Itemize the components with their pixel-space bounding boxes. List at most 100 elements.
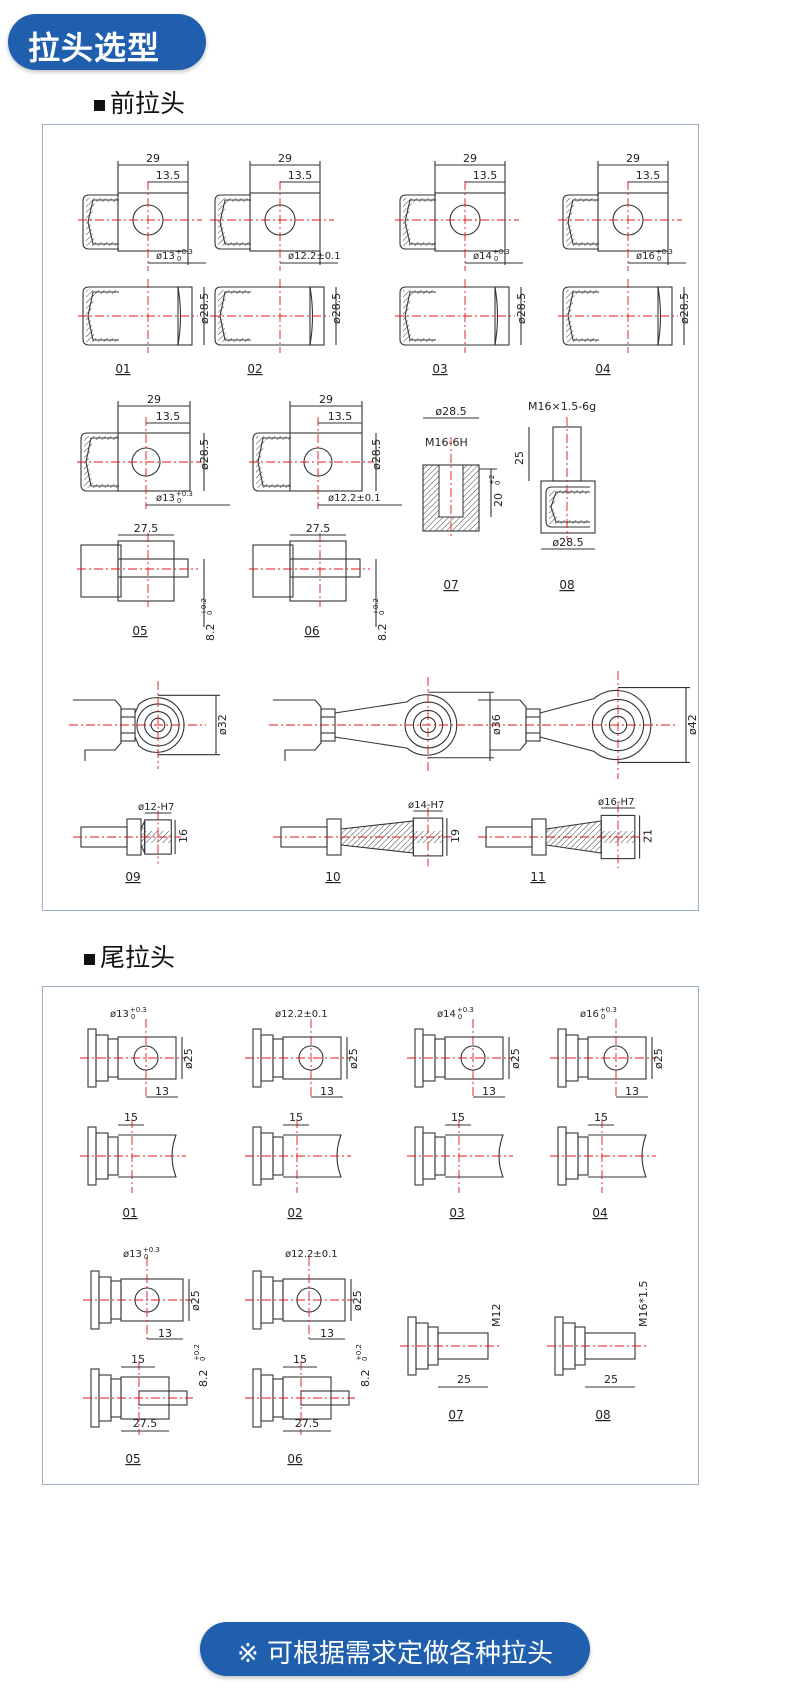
square-bullet-icon bbox=[84, 953, 95, 965]
head-body bbox=[249, 192, 321, 252]
socket-hatch bbox=[566, 290, 597, 342]
hole-dimension-label: ø12.2±0.1 bbox=[275, 1009, 328, 1020]
offset-dimension-label: 13 bbox=[158, 1327, 172, 1340]
socket-outline bbox=[214, 194, 251, 250]
part-number-label: 03 bbox=[432, 362, 447, 376]
hole-dimension-label: ø13 bbox=[156, 251, 175, 262]
part-number-label: 02 bbox=[247, 362, 262, 376]
socket-hatch bbox=[403, 290, 434, 342]
socket-outline bbox=[399, 194, 436, 250]
tail-body bbox=[282, 1376, 332, 1420]
head-body bbox=[117, 192, 189, 252]
diameter-dimension-label: ø28.5 bbox=[552, 536, 583, 549]
socket-hatch bbox=[218, 290, 249, 342]
tolerance-lower-label: 0 bbox=[199, 1357, 207, 1361]
tolerance-lower-label: 0 bbox=[494, 481, 502, 485]
width-dimension-label: 29 bbox=[463, 152, 477, 165]
tolerance-upper-label: +0.2 bbox=[372, 598, 380, 615]
socket-hatch bbox=[256, 436, 289, 488]
head-body bbox=[289, 540, 347, 602]
diameter-dimension-label: ø25 bbox=[351, 1290, 364, 1311]
diameter-dimension-label: ø25 bbox=[182, 1048, 195, 1069]
rear-heading-label: 尾拉头 bbox=[100, 943, 176, 972]
offset-dimension-label: 13.5 bbox=[156, 410, 181, 423]
width-dimension-label: 29 bbox=[626, 152, 640, 165]
offset-dimension-label: 13 bbox=[320, 1085, 334, 1098]
head-body bbox=[597, 192, 669, 252]
socket-hatch bbox=[218, 198, 249, 246]
diameter-dimension-label: ø25 bbox=[189, 1290, 202, 1311]
diameter-dimension-label: ø25 bbox=[509, 1048, 522, 1069]
width-dimension-label: 21 bbox=[642, 829, 655, 843]
length-dimension-label: 27.5 bbox=[295, 1417, 320, 1430]
socket-hatch bbox=[403, 198, 434, 246]
cup-section-hatch bbox=[422, 464, 480, 532]
eye-bore bbox=[608, 715, 628, 735]
thread-label: M12 bbox=[490, 1304, 503, 1328]
width-dimension-label: 29 bbox=[319, 393, 333, 406]
tolerance-upper-label: +0.2 bbox=[200, 598, 208, 615]
tolerance-lower-label: 0 bbox=[144, 1253, 148, 1261]
hole-dimension-label: ø14 bbox=[473, 251, 492, 262]
diameter-dimension-label: ø28.5 bbox=[198, 293, 211, 324]
offset-dimension-label: 13 bbox=[155, 1085, 169, 1098]
eye-dimension-label: ø32 bbox=[216, 714, 229, 735]
offset-dimension-label: 13.5 bbox=[473, 169, 498, 182]
part-number-label: 03 bbox=[449, 1206, 464, 1220]
part-number-label: 08 bbox=[595, 1408, 610, 1422]
hole-dimension-label: ø13 bbox=[110, 1009, 129, 1020]
diameter-dimension-label: ø28.5 bbox=[435, 405, 466, 418]
tolerance-lower-label: 0 bbox=[177, 497, 181, 505]
width-dimension-label: 29 bbox=[146, 152, 160, 165]
slot-dimension-label: 8.2 bbox=[197, 1370, 210, 1388]
hole-dimension-label: ø16 bbox=[636, 251, 655, 262]
part-number-label: 05 bbox=[125, 1452, 140, 1466]
offset-dimension-label: 13.5 bbox=[636, 169, 661, 182]
front-heading-label: 前拉头 bbox=[110, 89, 186, 118]
length-dimension-label: 25 bbox=[604, 1373, 618, 1386]
height-dimension-label: 25 bbox=[513, 451, 526, 465]
tolerance-lower-label: 0 bbox=[378, 611, 386, 615]
eye-dimension-label: ø42 bbox=[686, 714, 698, 735]
head-body bbox=[434, 192, 506, 252]
slot-dimension-label: 8.2 bbox=[359, 1370, 372, 1388]
rear-heading: 尾拉头 bbox=[84, 938, 175, 974]
offset-dimension-label: 13 bbox=[320, 1327, 334, 1340]
width-dimension-label: 16 bbox=[177, 829, 190, 843]
part-number-label: 06 bbox=[287, 1452, 302, 1466]
hole-dimension-label: ø13 bbox=[123, 1249, 142, 1260]
socket-outline bbox=[82, 194, 119, 250]
socket-hatch bbox=[549, 490, 588, 524]
socket-hatch bbox=[86, 198, 117, 246]
section-title-pill: 拉头选型 bbox=[8, 14, 206, 70]
tolerance-upper-label: +0.3 bbox=[130, 1006, 147, 1014]
socket-hatch bbox=[84, 436, 117, 488]
part-number-label: 09 bbox=[125, 870, 140, 884]
diameter-dimension-label: ø28.5 bbox=[370, 439, 383, 470]
socket-outline bbox=[545, 486, 590, 528]
tolerance-lower-label: 0 bbox=[361, 1357, 369, 1361]
length-dimension-label: 25 bbox=[457, 1373, 471, 1386]
tolerance-lower-label: 0 bbox=[206, 611, 214, 615]
part-number-label: 01 bbox=[115, 362, 130, 376]
socket-hatch bbox=[566, 198, 597, 246]
tolerance-lower-label: 0 bbox=[601, 1013, 605, 1021]
rod-neck-hatch bbox=[546, 821, 602, 853]
width-dimension-label: 15 bbox=[594, 1111, 608, 1124]
custom-note: ※ 可根据需求定做各种拉头 bbox=[236, 1639, 554, 1669]
width-dimension-label: 29 bbox=[147, 393, 161, 406]
part-number-label: 07 bbox=[443, 578, 458, 592]
thread-label: M16×1.5-6g bbox=[528, 400, 596, 413]
width-dimension-label: 15 bbox=[293, 1353, 307, 1366]
tolerance-lower-label: 0 bbox=[458, 1013, 462, 1021]
tail-body bbox=[120, 1376, 170, 1420]
bore-dimension-label: ø12-H7 bbox=[138, 802, 174, 813]
tolerance-upper-label: +0.3 bbox=[176, 248, 193, 256]
tolerance-upper-label: +0.3 bbox=[600, 1006, 617, 1014]
diameter-dimension-label: ø25 bbox=[652, 1048, 665, 1069]
rod-end-socket bbox=[273, 699, 322, 761]
length-dimension-label: 27.5 bbox=[133, 1417, 158, 1430]
part-number-label: 04 bbox=[592, 1206, 607, 1220]
tolerance-upper-label: +0.3 bbox=[493, 248, 510, 256]
